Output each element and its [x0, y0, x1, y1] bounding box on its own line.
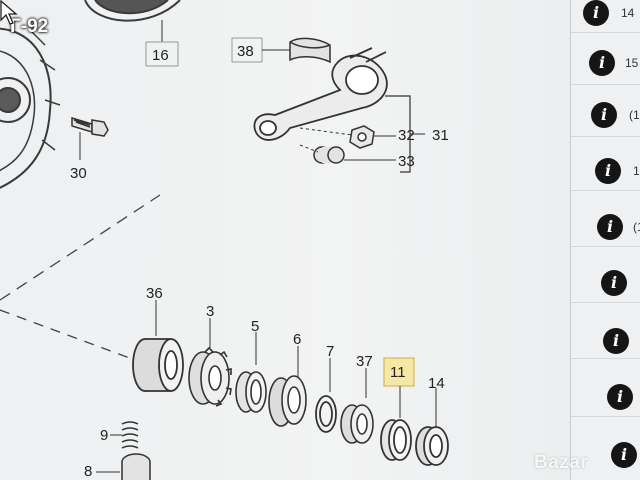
- circlip-7: [315, 395, 337, 433]
- part-label-11: 11: [390, 364, 406, 381]
- info-row-4[interactable]: i 1: [571, 144, 640, 191]
- gearbox-housing: [0, 27, 61, 189]
- ring-11: [380, 419, 412, 461]
- part-label-38: 38: [237, 43, 254, 60]
- part-label-6: 6: [293, 331, 301, 348]
- info-row-9[interactable]: i: [571, 428, 640, 474]
- exploded-view-drawing: 16 38 31 32: [0, 0, 449, 480]
- info-row-text: (1: [633, 220, 640, 234]
- info-row-2[interactable]: i 15: [571, 38, 640, 85]
- ring-14: [415, 426, 449, 466]
- parts-diagram: 16 38 31 32: [0, 0, 570, 480]
- part-label-5: 5: [251, 318, 259, 335]
- info-icon[interactable]: i: [601, 270, 627, 296]
- bearing-37: [340, 404, 374, 444]
- info-row-text: (1: [629, 108, 640, 122]
- info-icon[interactable]: i: [607, 384, 633, 410]
- part-label-14: 14: [428, 375, 445, 392]
- info-row-text: 14: [621, 6, 635, 20]
- part-label-8: 8: [84, 463, 92, 480]
- info-row-text: 1: [633, 164, 640, 178]
- info-row-text: 15: [625, 56, 639, 70]
- ring-5: [235, 371, 267, 413]
- info-icon[interactable]: i: [589, 50, 615, 76]
- part-label-7: 7: [326, 343, 334, 360]
- part-label-30: 30: [70, 165, 87, 182]
- info-icon[interactable]: i: [597, 214, 623, 240]
- connecting-rod: [253, 47, 388, 141]
- nut-32: [349, 125, 375, 149]
- info-icon[interactable]: i: [583, 0, 609, 26]
- info-icon[interactable]: i: [611, 442, 637, 468]
- watermark-text: Bazar: [534, 452, 589, 473]
- part-label-33: 33: [398, 153, 415, 170]
- info-icon[interactable]: i: [591, 102, 617, 128]
- synchro-ring-6: [268, 375, 307, 427]
- detent-8: [121, 453, 151, 480]
- watermark: Bazar: [524, 444, 640, 480]
- part-box-16: [145, 41, 179, 67]
- info-row-3[interactable]: i (1: [571, 90, 640, 137]
- info-icon[interactable]: i: [603, 328, 629, 354]
- gear-3: [188, 346, 232, 407]
- info-sidebar: i 14 i 15 i (1 i 1 i (1 i i i i: [570, 0, 640, 480]
- part-label-32: 32: [398, 127, 415, 144]
- info-icon[interactable]: i: [595, 158, 621, 184]
- part-label-31: 31: [432, 127, 449, 144]
- info-row-1[interactable]: i 14: [571, 0, 640, 33]
- flange-top: [84, 0, 181, 22]
- ring-36: [132, 338, 184, 392]
- bolt-30: [71, 116, 109, 137]
- info-row-5[interactable]: i (1: [571, 200, 640, 247]
- part-label-36: 36: [146, 285, 163, 302]
- part-label-3: 3: [206, 303, 214, 320]
- info-row-8[interactable]: i: [571, 370, 640, 417]
- mouse-cursor-icon: [0, 0, 18, 25]
- bearing-shell-38: [289, 37, 331, 64]
- info-row-7[interactable]: i: [571, 312, 640, 359]
- listing-code-badge: Г-92: [10, 16, 49, 37]
- bushing-33: [313, 146, 345, 164]
- spring-9: [121, 421, 139, 449]
- part-box-11-highlighted: [383, 357, 415, 387]
- info-row-6[interactable]: i: [571, 256, 640, 303]
- part-label-16: 16: [152, 47, 169, 64]
- part-label-37: 37: [356, 353, 373, 370]
- part-label-9: 9: [100, 427, 108, 444]
